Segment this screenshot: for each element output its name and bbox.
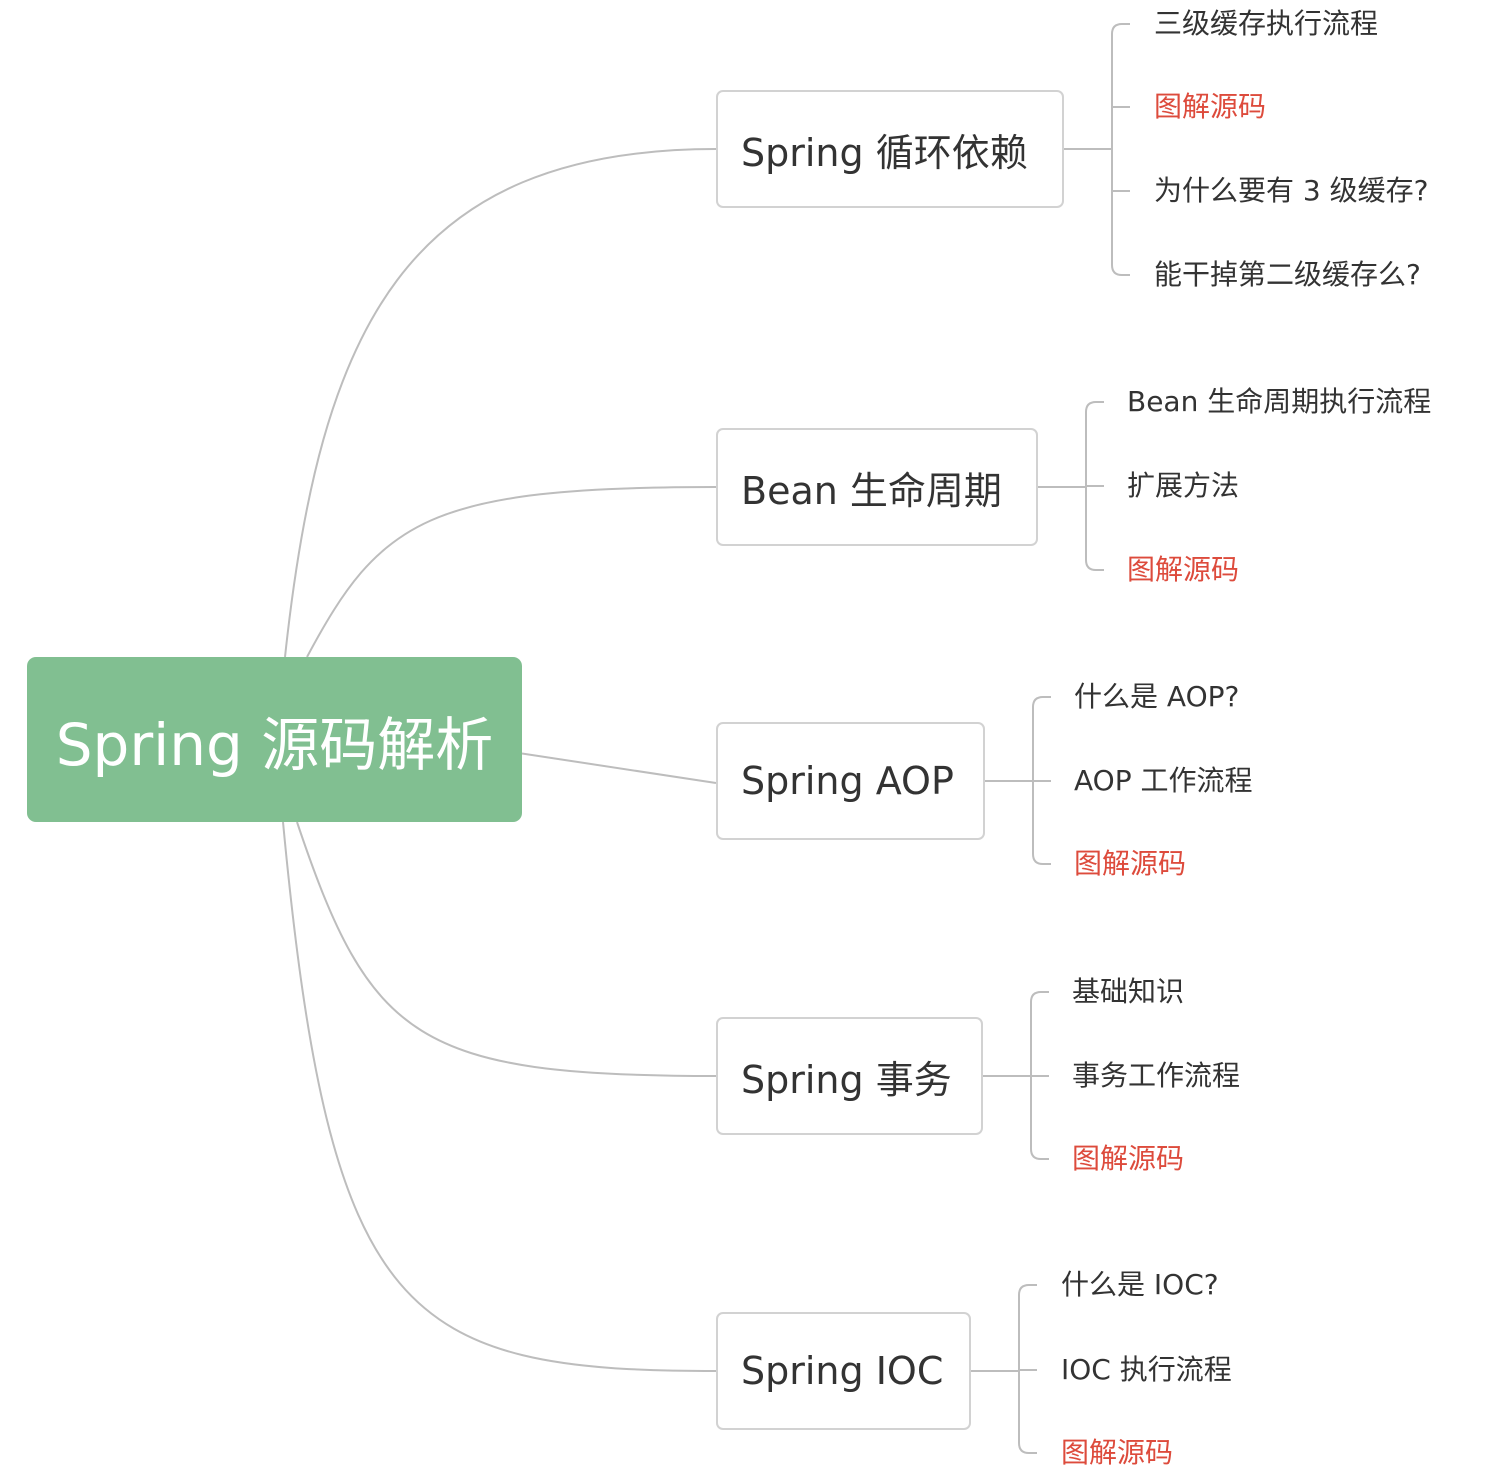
root-label: Spring 源码解析 — [55, 710, 494, 779]
leaf-node[interactable]: AOP 工作流程 — [1074, 764, 1253, 797]
branch-node-spring-ioc[interactable]: Spring IOC — [716, 1312, 971, 1430]
leaf-node[interactable]: 能干掉第二级缓存么? — [1154, 258, 1421, 291]
leaf-node[interactable]: 什么是 IOC? — [1061, 1268, 1219, 1301]
branch-node-spring-transaction[interactable]: Spring 事务 — [716, 1017, 983, 1135]
leaf-node[interactable]: 事务工作流程 — [1072, 1059, 1241, 1092]
branch-node-spring-aop[interactable]: Spring AOP — [716, 722, 985, 840]
leaf-node-highlight[interactable]: 图解源码 — [1074, 847, 1187, 880]
leaf-node[interactable]: 为什么要有 3 级缓存? — [1154, 174, 1429, 207]
root-branch-connector — [282, 821, 717, 1372]
branch-node-circular-dependency[interactable]: Spring 循环依赖 — [716, 90, 1064, 208]
branch-label: Bean 生命周期 — [741, 468, 1002, 513]
leaf-node-highlight[interactable]: 图解源码 — [1072, 1142, 1185, 1175]
branch-label: Spring 事务 — [741, 1057, 952, 1102]
leaf-node[interactable]: Bean 生命周期执行流程 — [1127, 385, 1432, 418]
branch-label: Spring AOP — [741, 759, 954, 803]
leaf-node[interactable]: 基础知识 — [1072, 975, 1185, 1008]
root-branch-connector — [306, 486, 717, 658]
branch-node-bean-lifecycle[interactable]: Bean 生命周期 — [716, 428, 1038, 546]
leaf-node-highlight[interactable]: 图解源码 — [1154, 90, 1267, 123]
leaf-node-highlight[interactable]: 图解源码 — [1127, 553, 1240, 586]
leaf-node[interactable]: 三级缓存执行流程 — [1154, 7, 1379, 40]
bracket-connector — [1111, 23, 1130, 276]
leaf-node[interactable]: 扩展方法 — [1127, 469, 1240, 502]
root-branch-connector — [521, 752, 717, 784]
root-branch-connector — [296, 821, 717, 1077]
leaf-node[interactable]: IOC 执行流程 — [1061, 1353, 1232, 1386]
branch-label: Spring 循环依赖 — [741, 130, 1028, 175]
branch-label: Spring IOC — [741, 1349, 944, 1393]
leaf-node[interactable]: 什么是 AOP? — [1074, 680, 1240, 713]
root-branch-connector — [284, 148, 717, 658]
leaf-node-highlight[interactable]: 图解源码 — [1061, 1436, 1174, 1469]
root-node[interactable]: Spring 源码解析 — [27, 657, 522, 822]
